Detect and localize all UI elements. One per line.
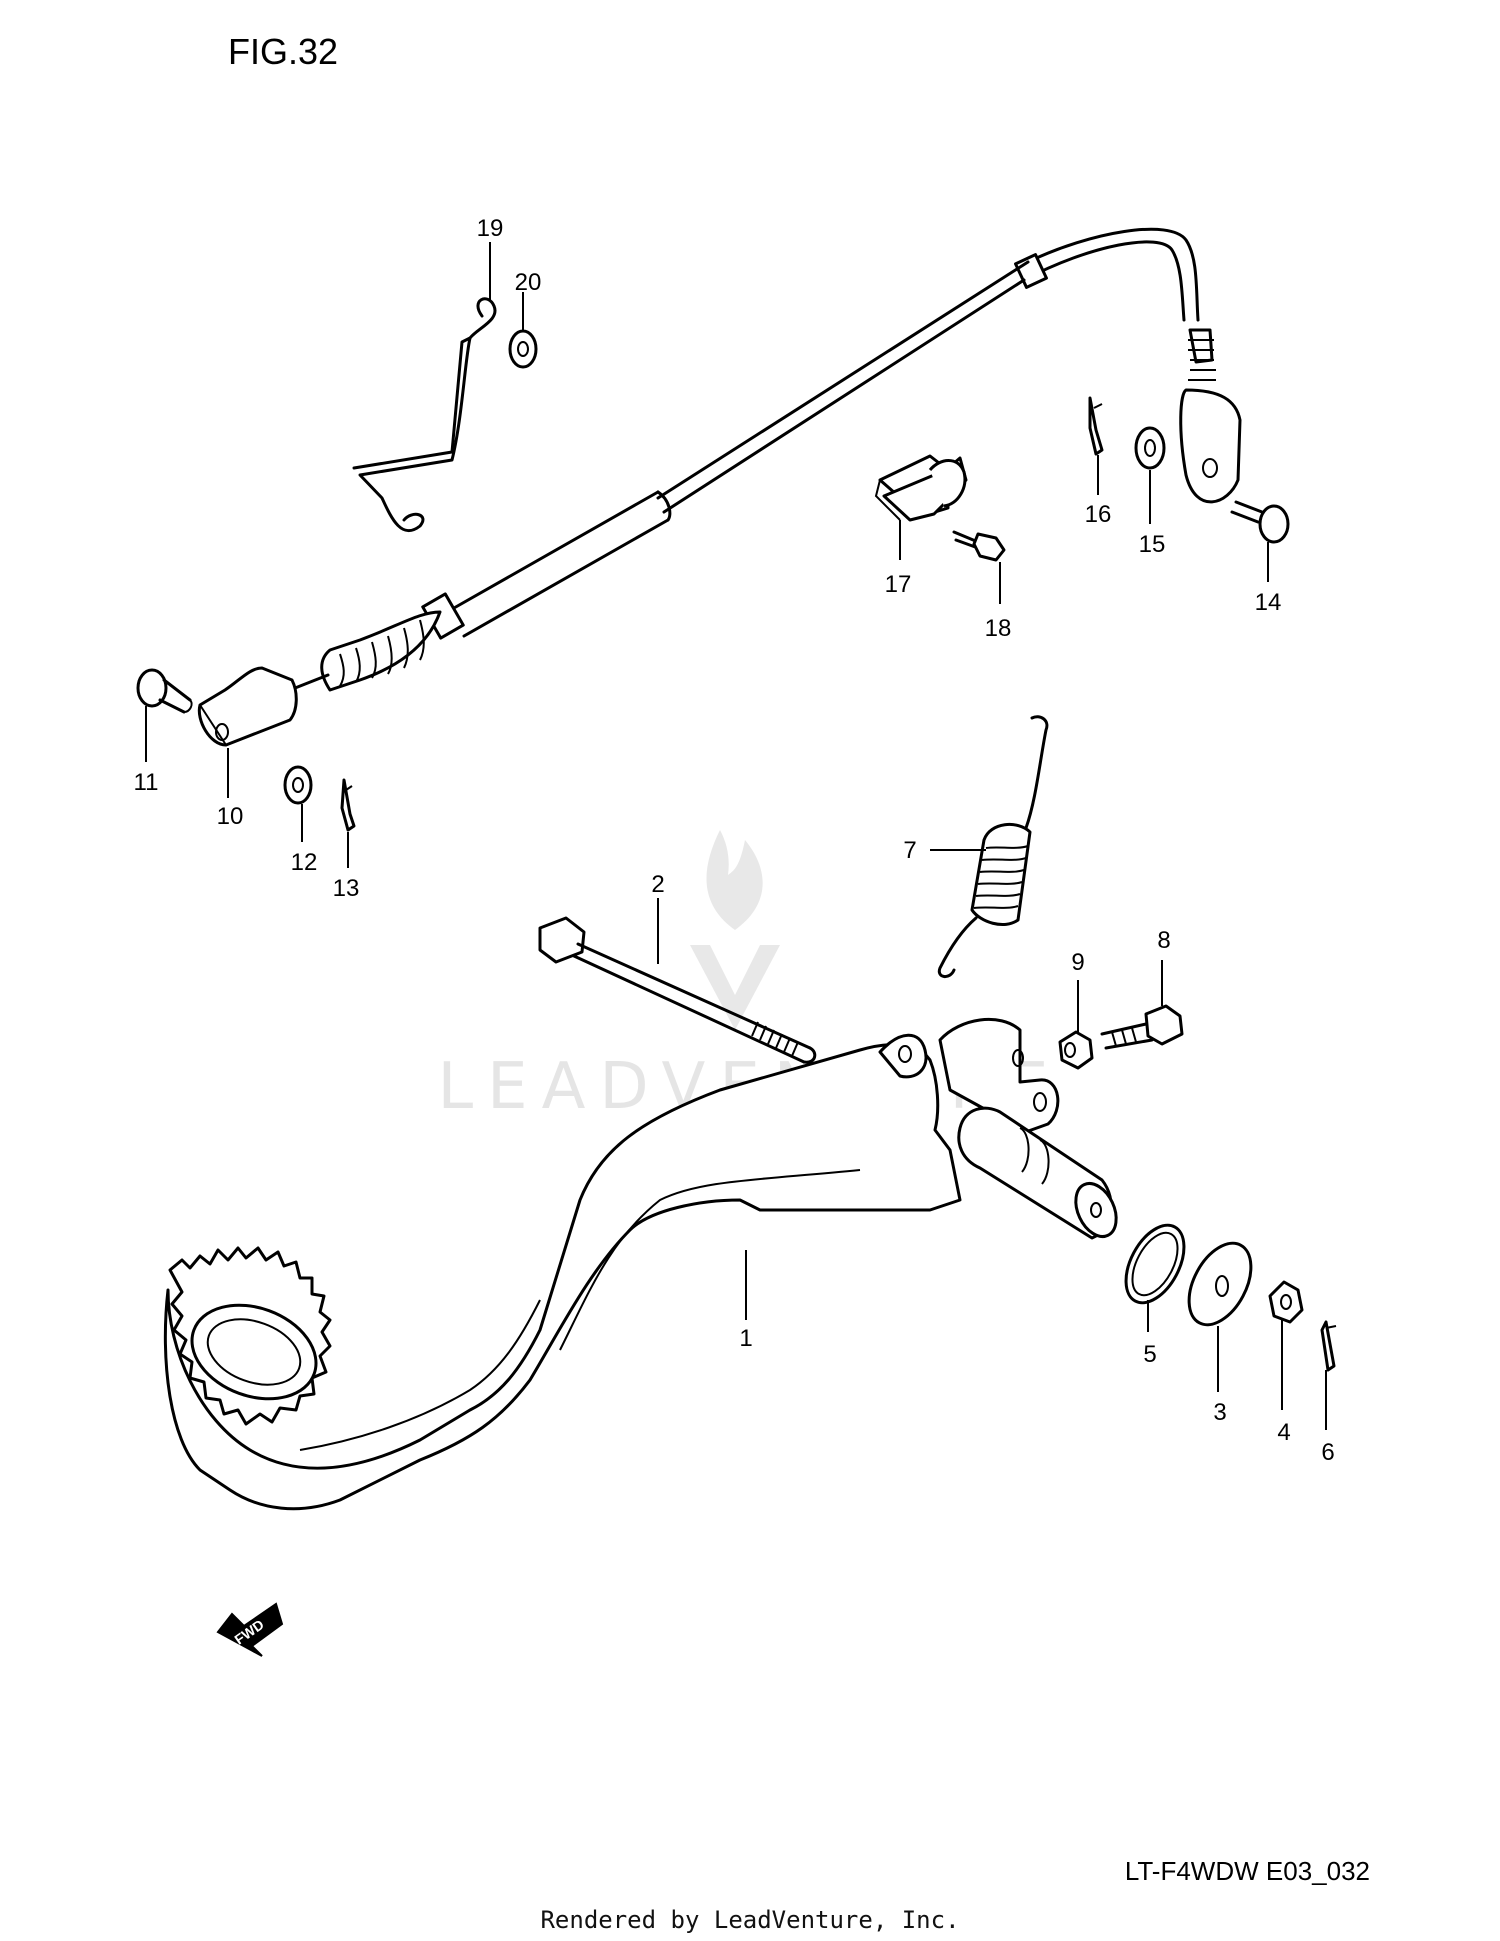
part-6-cotter-pin[interactable] (1320, 1320, 1337, 1372)
credit-line: Rendered by LeadVenture, Inc. (540, 1906, 959, 1934)
part-1-brake-pedal[interactable] (163, 1017, 1124, 1511)
callout-14: 14 (1255, 589, 1282, 616)
diagram-code: LT-F4WDW E03_032 (1125, 1856, 1370, 1886)
callout-13: 13 (333, 875, 360, 902)
brake-cable[interactable] (197, 227, 1242, 747)
leader-lines (145, 242, 1327, 1430)
callout-18: 18 (985, 615, 1012, 642)
part-4-nut[interactable] (1268, 1280, 1304, 1324)
callout-17: 17 (885, 571, 912, 598)
part-14-clevis-pin[interactable] (1230, 500, 1290, 544)
part-17-bracket[interactable] (874, 454, 968, 522)
callout-2: 2 (651, 871, 664, 898)
callout-9: 9 (1071, 949, 1084, 976)
callout-16: 16 (1085, 501, 1112, 528)
part-8-bolt[interactable] (1100, 1004, 1184, 1050)
callout-11: 11 (134, 769, 159, 796)
part-7-spring[interactable] (937, 715, 1049, 978)
callout-20: 20 (515, 269, 542, 296)
part-11-clevis-pin[interactable] (136, 668, 193, 714)
callout-labels: 19 20 17 18 16 15 14 11 10 12 13 7 2 9 8… (134, 215, 1335, 1466)
part-2-long-bolt[interactable] (538, 916, 817, 1064)
part-18-bolt[interactable] (952, 530, 1006, 562)
callout-12: 12 (291, 849, 318, 876)
part-15-washer[interactable] (1134, 426, 1166, 470)
callout-15: 15 (1139, 531, 1166, 558)
callout-7: 7 (903, 837, 916, 864)
callout-5: 5 (1143, 1341, 1156, 1368)
fwd-direction-arrow: FWD (216, 1602, 284, 1657)
figure-label: FIG.32 (228, 31, 338, 72)
callout-6: 6 (1321, 1439, 1334, 1466)
callout-3: 3 (1213, 1399, 1226, 1426)
part-9-nut[interactable] (1058, 1030, 1094, 1070)
part-19-rod[interactable] (352, 297, 497, 533)
callout-8: 8 (1157, 927, 1170, 954)
part-3-washer[interactable] (1176, 1233, 1263, 1335)
part-12-washer[interactable] (283, 765, 313, 805)
callout-10: 10 (217, 803, 244, 830)
part-16-cotter-pin[interactable] (1088, 396, 1104, 456)
callout-1: 1 (739, 1325, 752, 1352)
part-5-snap-ring[interactable] (1114, 1216, 1196, 1313)
callout-4: 4 (1277, 1419, 1290, 1446)
callout-19: 19 (477, 215, 504, 242)
part-20-washer[interactable] (508, 329, 538, 369)
part-13-cotter-pin[interactable] (340, 778, 356, 832)
